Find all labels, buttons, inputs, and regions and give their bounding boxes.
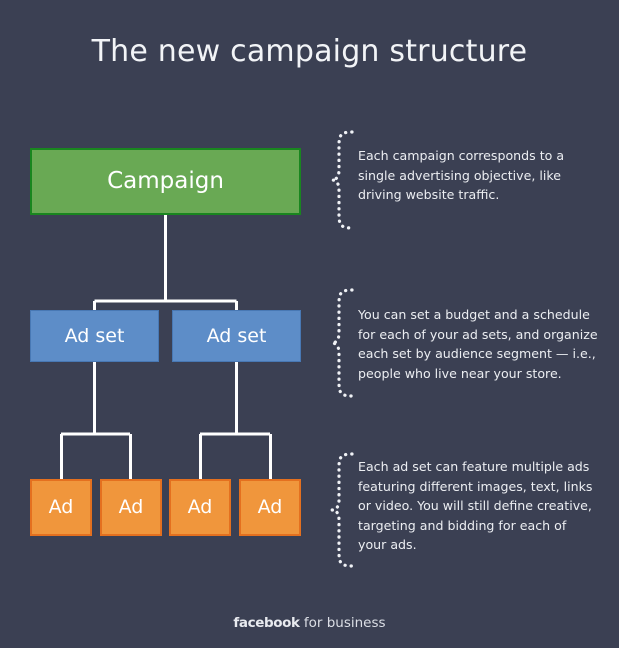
annotation-ad-set: You can set a budget and a schedule for … [330,286,598,400]
facebook-wordmark: facebook [233,615,300,631]
node-ad-set-2[interactable]: Ad set [172,310,301,362]
annotation-campaign: Each campaign corresponds to a single ad… [330,128,598,232]
node-campaign[interactable]: Campaign [30,148,301,215]
annotation-ad: Each ad set can feature multiple ads fea… [330,450,598,570]
node-ad-4-label: Ad [257,496,283,518]
for-business-tagline: for business [303,615,386,631]
node-ad-3[interactable]: Ad [169,479,231,536]
node-ad-set-1-label: Ad set [64,324,125,347]
node-ad-3-label: Ad [187,496,213,518]
node-ad-set-1[interactable]: Ad set [30,310,159,362]
node-ad-2-label: Ad [118,496,144,518]
footer-branding: facebook for business [0,615,619,631]
annotation-campaign-text: Each campaign corresponds to a single ad… [358,148,565,203]
dotted-curly-brace-icon [331,452,354,568]
dotted-curly-brace-icon [331,130,354,230]
node-campaign-label: Campaign [107,168,224,194]
node-ad-2[interactable]: Ad [100,479,162,536]
node-ad-1-label: Ad [48,496,74,518]
node-ad-set-2-label: Ad set [206,324,267,347]
page-title: The new campaign structure [91,34,528,69]
node-ad-4[interactable]: Ad [239,479,301,536]
annotation-ad-set-text: You can set a budget and a schedule for … [358,307,598,381]
annotation-ad-text: Each ad set can feature multiple ads fea… [358,459,593,553]
node-ad-1[interactable]: Ad [30,479,92,536]
dotted-curly-brace-icon [331,288,354,398]
